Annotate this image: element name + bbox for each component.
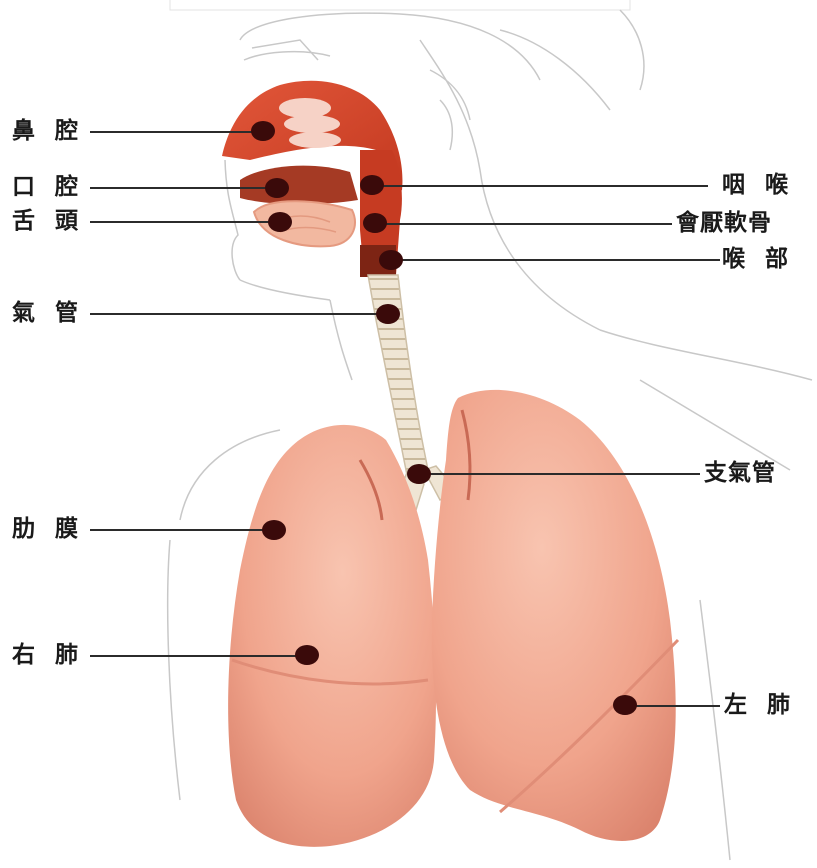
marker-pleura xyxy=(262,520,286,540)
oral-cavity-shape xyxy=(240,166,358,205)
label-nasal-cavity: 鼻 腔 xyxy=(12,120,84,143)
label-oral-cavity: 口 腔 xyxy=(12,176,84,199)
label-left-lung: 左 肺 xyxy=(724,694,796,717)
marker-trachea xyxy=(376,304,400,324)
label-pleura: 肋 膜 xyxy=(12,518,84,541)
label-trachea: 氣 管 xyxy=(12,302,84,325)
marker-larynx xyxy=(379,250,403,270)
marker-oral-cavity xyxy=(265,178,289,198)
marker-right-lung xyxy=(295,645,319,665)
label-larynx: 喉 部 xyxy=(722,248,794,271)
top-panel xyxy=(170,0,630,10)
label-bronchus: 支氣管 xyxy=(704,462,776,485)
marker-epiglottis xyxy=(363,213,387,233)
right-lung-shape xyxy=(228,425,436,847)
marker-tongue xyxy=(268,212,292,232)
label-pharynx: 咽 喉 xyxy=(722,174,794,197)
label-right-lung: 右 肺 xyxy=(12,644,84,667)
marker-pharynx xyxy=(360,175,384,195)
marker-left-lung xyxy=(613,695,637,715)
marker-bronchus xyxy=(407,464,431,484)
marker-nasal-cavity xyxy=(251,121,275,141)
label-epiglottis: 會厭軟骨 xyxy=(676,212,772,235)
label-tongue: 舌 頭 xyxy=(12,210,84,233)
